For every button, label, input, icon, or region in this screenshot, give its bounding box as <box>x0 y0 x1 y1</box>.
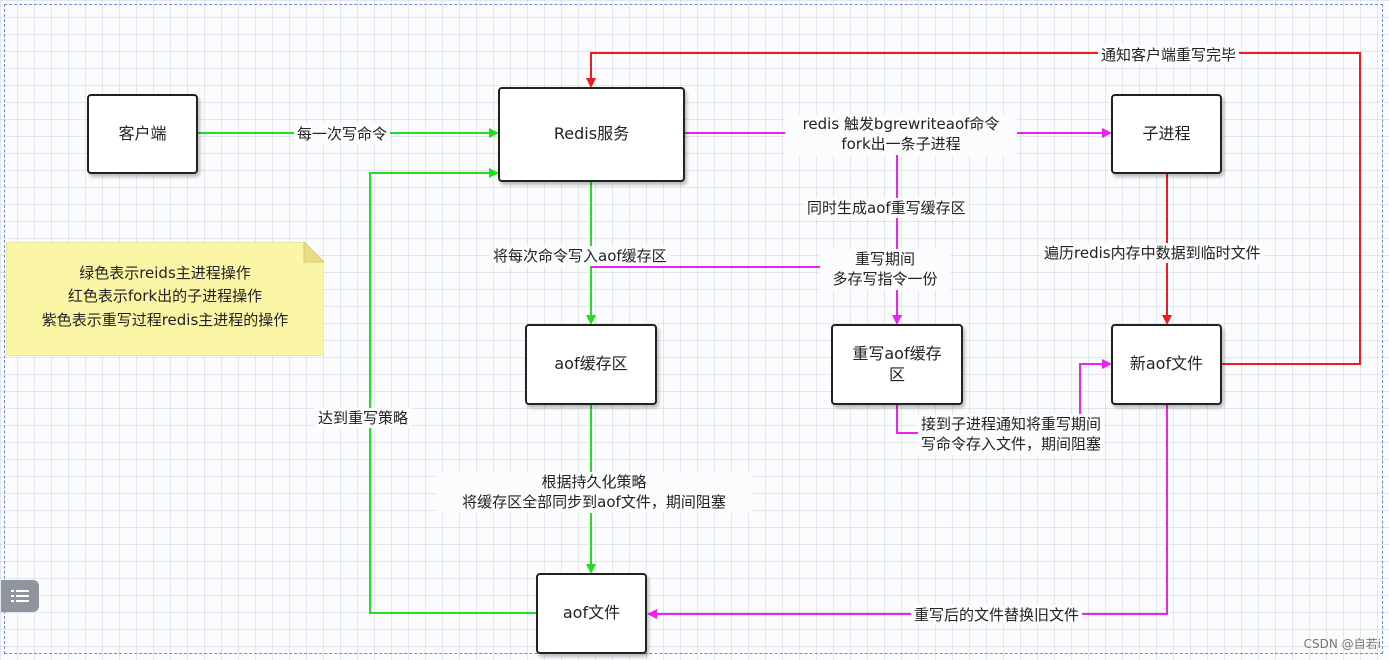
node-new-aof-file[interactable]: 新aof文件 <box>1111 324 1222 405</box>
label-persistence-policy: 根据持久化策略 将缓存区全部同步到aof文件，期间阻塞 <box>436 472 752 513</box>
label-replace-old-file: 重写后的文件替换旧文件 <box>911 605 1083 626</box>
label-reach-rewrite-policy: 达到重写策略 <box>315 408 412 429</box>
node-redis-service[interactable]: Redis服务 <box>498 87 685 182</box>
node-rewrite-buffer[interactable]: 重写aof缓存区 <box>831 324 963 405</box>
node-child-process[interactable]: 子进程 <box>1111 94 1222 174</box>
label-persistence-policy-line2: 将缓存区全部同步到aof文件，期间阻塞 <box>462 493 726 512</box>
legend-text: 绿色表示reids主进程操作 红色表示fork出的子进程操作 紫色表示重写过程r… <box>6 262 324 332</box>
label-during-rewrite-line1: 重写期间 <box>854 250 915 268</box>
node-child-process-label: 子进程 <box>1142 123 1191 143</box>
label-notify-client: 通知客户端重写完毕 <box>1098 45 1240 66</box>
watermark: CSDN @自若i <box>1303 637 1381 651</box>
legend-red: 红色表示fork出的子进程操作 <box>67 287 263 306</box>
edge-new-aof-to-aof-file <box>647 405 1168 619</box>
node-aof-file[interactable]: aof文件 <box>536 573 647 654</box>
label-persistence-policy-line1: 根据持久化策略 <box>541 473 647 491</box>
edge-new-aof-to-redis <box>586 52 1361 365</box>
legend-purple: 紫色表示重写过程redis主进程的操作 <box>41 310 289 329</box>
node-aof-buffer-label: aof缓存区 <box>554 354 628 374</box>
label-during-rewrite: 重写期间 多存写指令一份 <box>820 249 950 290</box>
edge-aof-file-to-redis <box>369 168 537 614</box>
label-each-write-command: 每一次写命令 <box>294 124 391 145</box>
legend-note[interactable]: 绿色表示reids主进程操作 红色表示fork出的子进程操作 紫色表示重写过程r… <box>6 242 324 356</box>
label-on-child-notify: 接到子进程通知将重写期间 写命令存入文件，期间阻塞 <box>918 414 1105 455</box>
label-bgrewriteaof-line1: redis 触发bgrewriteaof命令 <box>802 115 1000 133</box>
legend-green: 绿色表示reids主进程操作 <box>79 264 251 282</box>
node-aof-file-label: aof文件 <box>562 603 621 623</box>
node-aof-buffer[interactable]: aof缓存区 <box>525 324 657 405</box>
toc-button[interactable] <box>1 580 39 612</box>
note-shape <box>6 242 324 356</box>
node-client-label: 客户端 <box>118 123 167 143</box>
label-on-child-notify-line1: 接到子进程通知将重写期间 <box>921 415 1102 433</box>
label-bgrewriteaof-line2: fork出一条子进程 <box>841 135 961 154</box>
list-icon <box>11 590 29 602</box>
label-on-child-notify-line2: 写命令存入文件，期间阻塞 <box>921 435 1102 454</box>
node-new-aof-file-label: 新aof文件 <box>1129 354 1204 374</box>
label-during-rewrite-line2: 多存写指令一份 <box>832 270 938 289</box>
node-redis-service-label: Redis服务 <box>553 124 630 144</box>
node-client[interactable]: 客户端 <box>87 94 198 174</box>
label-bgrewriteaof: redis 触发bgrewriteaof命令 fork出一条子进程 <box>785 114 1017 155</box>
label-write-to-aof-buffer: 将每次命令写入aof缓存区 <box>490 246 670 267</box>
label-traverse-memory: 遍历redis内存中数据到临时文件 <box>1041 243 1264 264</box>
node-rewrite-buffer-label: 重写aof缓存区 <box>852 343 942 384</box>
label-create-rewrite-buffer: 同时生成aof重写缓存区 <box>804 198 969 219</box>
